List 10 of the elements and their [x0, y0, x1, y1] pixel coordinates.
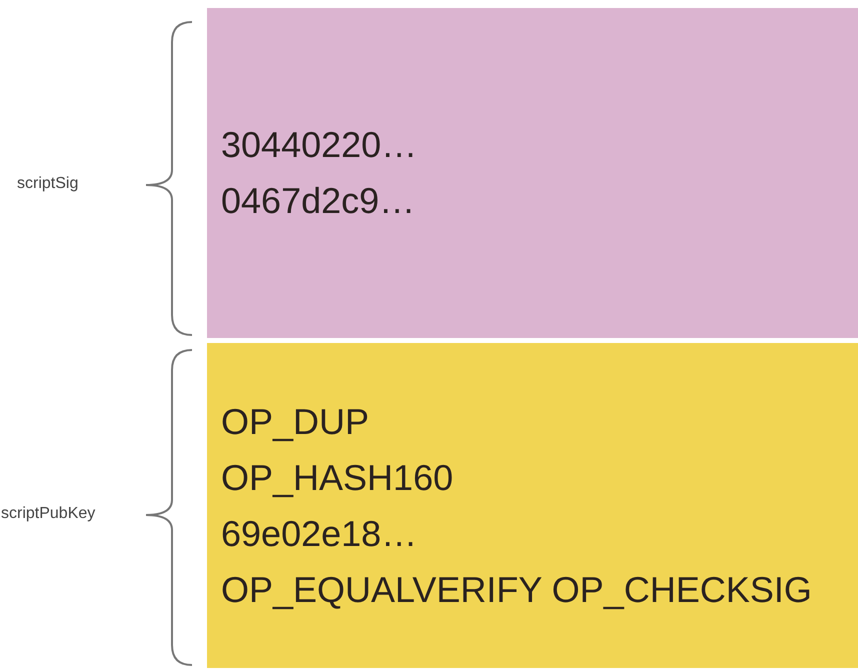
- script-panel: [207, 343, 858, 668]
- script-text: OP_HASH160: [221, 456, 454, 500]
- script-panel: [207, 8, 858, 338]
- script-text: 0467d2c9…: [221, 179, 416, 223]
- script-text: OP_DUP: [221, 400, 370, 444]
- script-text: OP_EQUALVERIFY OP_CHECKSIG: [221, 568, 812, 612]
- section-label: scriptSig: [17, 175, 78, 193]
- script-text: 30440220…: [221, 123, 418, 167]
- section-label: scriptPubKey: [1, 505, 96, 523]
- script-text: 69e02e18…: [221, 512, 418, 556]
